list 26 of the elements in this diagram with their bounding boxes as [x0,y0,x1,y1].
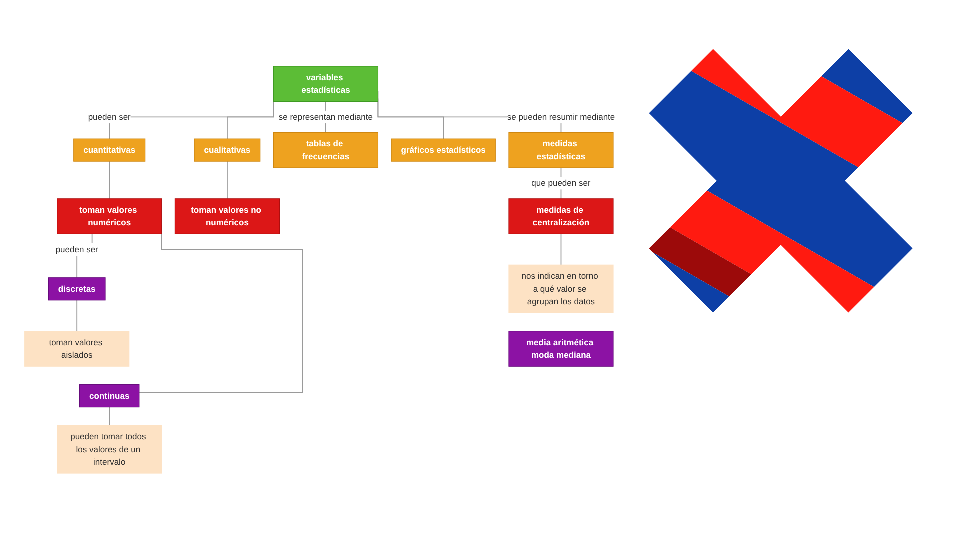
node-box: toman valores aislados [24,331,130,367]
connector [109,161,110,200]
node-box: media aritmética moda mediana [508,331,614,367]
edge-label: pueden ser [88,112,131,122]
node-box: gráficos estadísticos [391,138,496,162]
connector [76,300,78,332]
node-box: cualitativas [194,138,261,162]
node-box: medidas de centralización [508,198,614,234]
connector [227,101,274,140]
node-box: tablas de frecuencias [273,132,379,168]
node-box: pueden tomar todos los valores de un intervalo [57,425,162,474]
node-box: toman valores numéricos [57,198,162,234]
node-box: variables estadísticas [273,66,379,102]
node-box: medidas estadísticas [508,132,614,168]
node-box: continuas [80,384,140,408]
node-box: toman valores no numéricos [174,198,280,234]
node-box: nos indican en torno a qué valor se agrupan los datos [508,264,614,314]
connector [109,406,110,426]
edge-label: pueden ser [56,244,98,254]
edge-label: que pueden ser [532,178,591,188]
edge-label: se pueden resumir mediante [507,112,616,122]
node-box: discretas [48,278,106,301]
edge-label: se representan mediante [278,112,374,122]
connector [560,234,562,266]
connector [227,161,228,200]
node-box: cuantitativas [74,138,146,162]
